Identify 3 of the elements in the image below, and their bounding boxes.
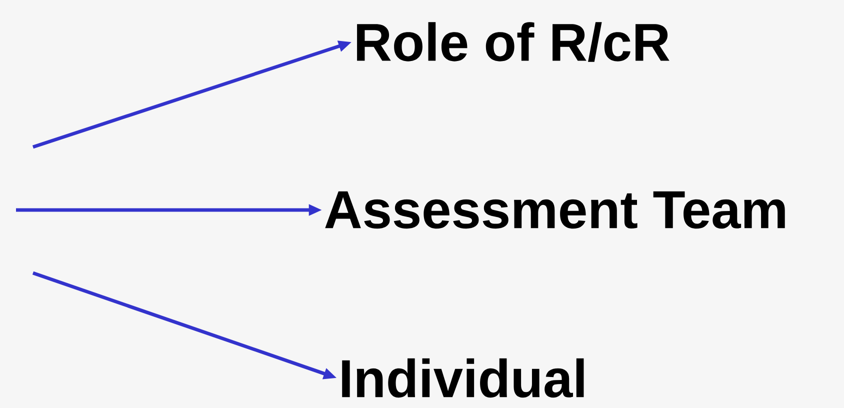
heading-text: Assessment Team — [325, 191, 785, 229]
heading-text: Individual — [342, 358, 584, 398]
heading-text: Role of R/cR — [357, 22, 670, 62]
